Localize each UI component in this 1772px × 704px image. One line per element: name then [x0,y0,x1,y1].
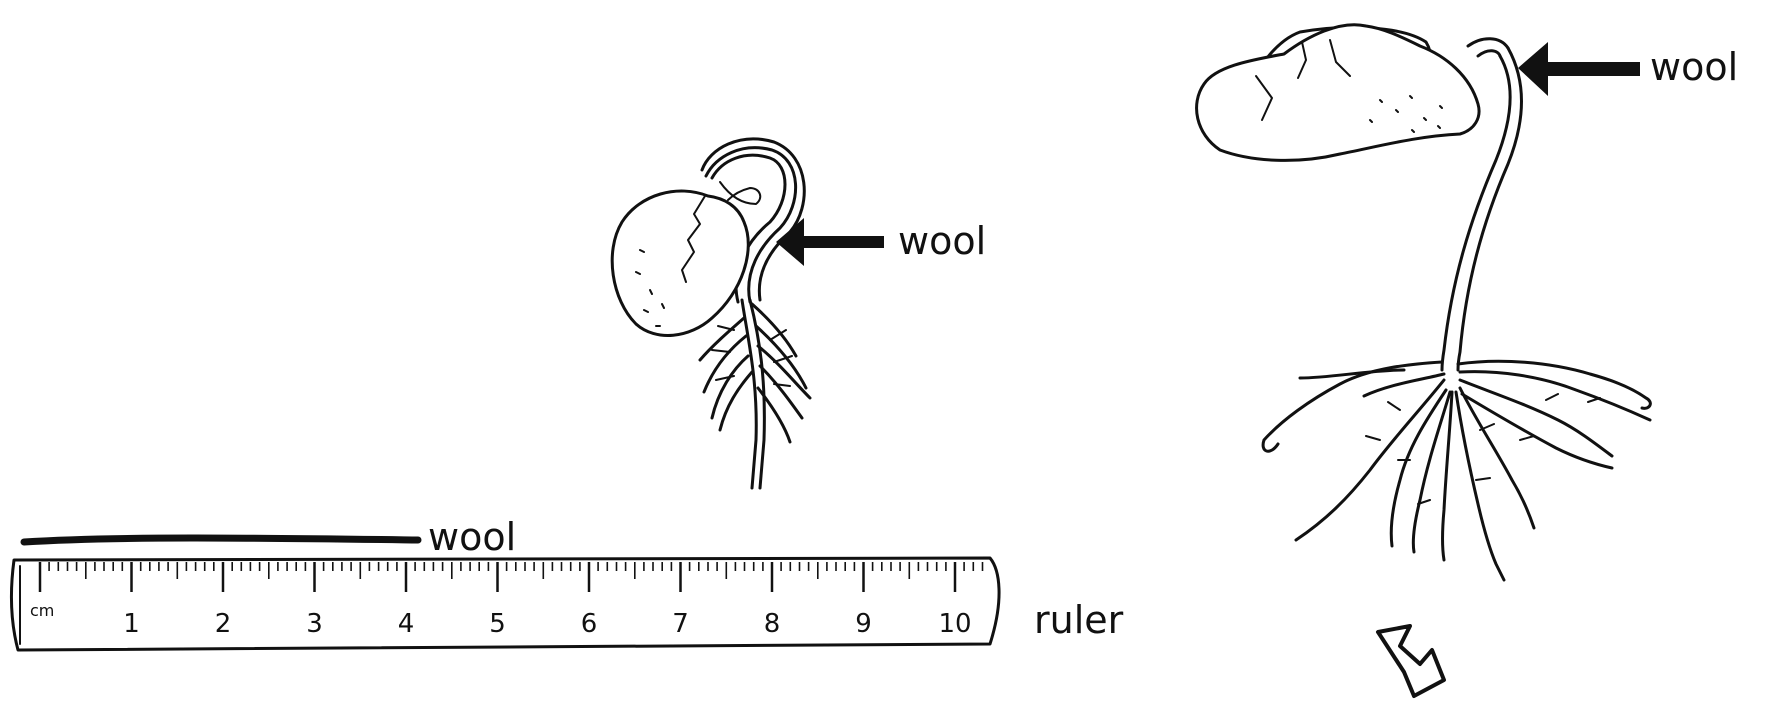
ruler-body [9,556,1001,652]
ruler-unit-label: cm [30,601,54,620]
ruler-number: 4 [398,609,415,639]
ruler-number: 8 [764,609,781,639]
ruler-number: 3 [306,609,323,639]
ruler-number: 5 [489,609,506,639]
ruler: cm 1 2 3 4 5 6 7 8 9 10 ruler [9,556,1124,652]
wool-label-large-seedling: wool [1650,45,1738,89]
ruler-number: 2 [215,609,232,639]
ruler-label: ruler [1034,598,1124,642]
arrow-icon [1518,42,1640,96]
wool-strip: wool [20,515,516,559]
wool-label-strip: wool [428,515,516,559]
ruler-number: 7 [672,609,689,639]
arrow-icon [776,218,884,266]
ruler-ticks [38,562,984,592]
ruler-number: 9 [855,609,872,639]
ruler-number: 1 [123,609,140,639]
small-seedling-roots [698,298,812,490]
small-seedling-seed [610,181,762,337]
wool-pointer-large: wool [1518,42,1738,96]
ruler-number: 10 [938,609,971,639]
wool-label-small-seedling: wool [898,219,986,263]
down-left-arrow-icon [1376,624,1446,698]
large-seedling-roots [1261,359,1652,582]
wool-pointer-small: wool [776,218,986,266]
large-seedling-seed [1195,23,1481,162]
ruler-numbers: 1 2 3 4 5 6 7 8 9 10 [123,609,971,639]
small-seedling [610,137,812,490]
ruler-number: 6 [581,609,598,639]
large-seedling-stem [1440,37,1523,372]
large-seedling [1195,23,1652,582]
